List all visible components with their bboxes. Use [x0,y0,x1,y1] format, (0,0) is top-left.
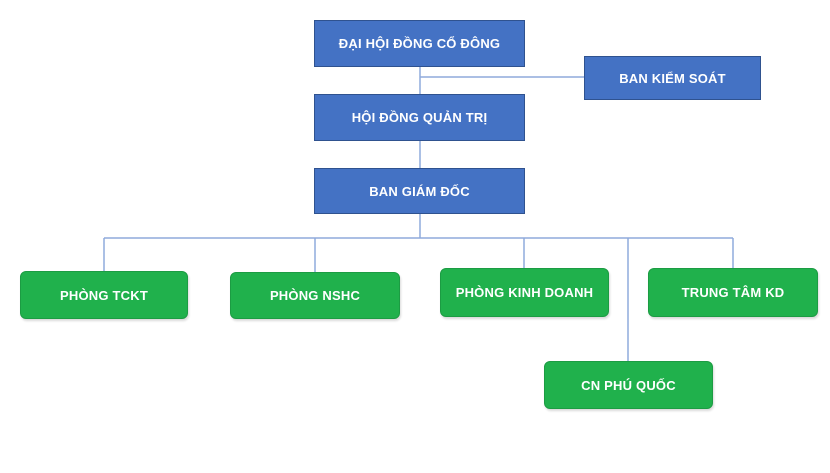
node-ban-giam-doc: BAN GIÁM ĐỐC [314,168,525,214]
node-ban-kiem-soat: BAN KIỂM SOÁT [584,56,761,100]
node-label: CN PHÚ QUỐC [581,377,676,393]
node-cn-phu-quoc: CN PHÚ QUỐC [544,361,713,409]
node-label: PHÒNG KINH DOANH [455,285,594,300]
node-label: BAN KIỂM SOÁT [619,70,726,86]
node-label: BAN GIÁM ĐỐC [369,183,470,199]
node-phong-kinh-doanh: PHÒNG KINH DOANH [440,268,609,317]
node-label: PHÒNG NSHC [269,288,361,303]
node-dai-hoi-dong-co-dong: ĐẠI HỘI ĐỒNG CỔ ĐÔNG [314,20,525,67]
node-label: PHÒNG TCKT [60,287,148,303]
node-label: HỘI ĐỒNG QUẢN TRỊ [351,110,488,125]
node-phong-nshc: PHÒNG NSHC [230,272,400,319]
node-label: ĐẠI HỘI ĐỒNG CỔ ĐÔNG [338,36,501,51]
node-label: TRUNG TÂM KD [681,285,785,300]
node-trung-tam-kd: TRUNG TÂM KD [648,268,818,317]
node-phong-tckt: PHÒNG TCKT [20,271,188,319]
node-hoi-dong-quan-tri: HỘI ĐỒNG QUẢN TRỊ [314,94,525,141]
